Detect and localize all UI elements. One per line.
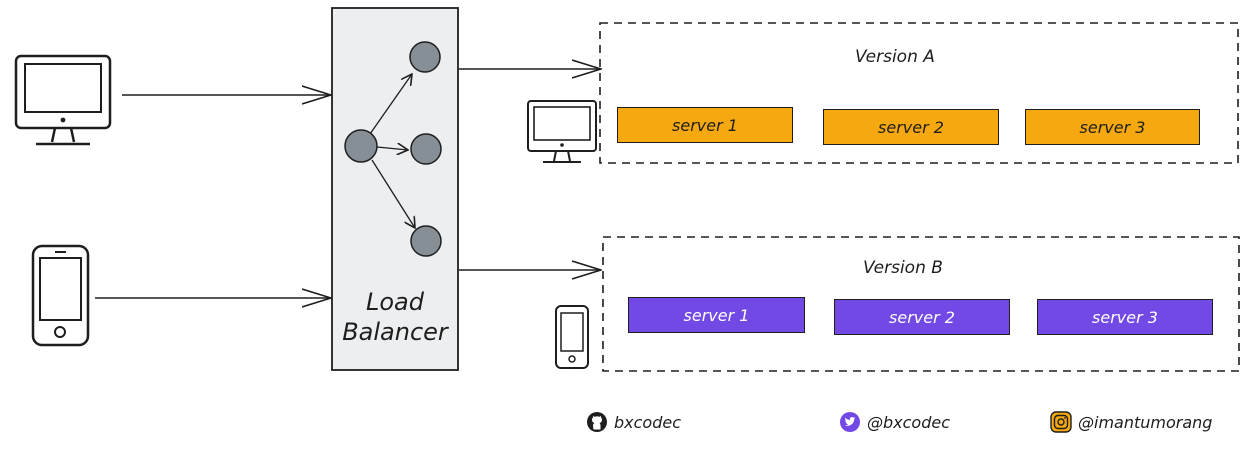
twitter-link[interactable]: @bxcodec [839,411,950,433]
lb-routing-graph [344,41,442,257]
version-b-server-2: server 2 [834,299,1010,335]
instagram-icon [1050,411,1072,433]
version-b-phone-icon [555,305,589,369]
github-icon [587,412,607,432]
version-a-group [599,22,1239,164]
version-a-desktop-icon [527,100,597,163]
lb-source-node [344,129,378,163]
github-handle: bxcodec [614,412,682,432]
load-balancer-box [331,7,459,371]
load-balancer-label-line1: Load [366,288,424,316]
smartphone-icon [31,244,90,347]
lb-target-node-2 [410,133,442,165]
twitter-icon [840,412,860,432]
instagram-link[interactable]: @imantumorang [1050,411,1212,433]
desktop-monitor-icon [14,54,112,146]
version-a-title: Version A [855,47,935,67]
version-b-group [602,236,1240,372]
version-a-server-3: server 3 [1025,109,1200,145]
version-b-title: Version B [863,258,943,278]
version-a-server-1: server 1 [617,107,793,143]
version-b-server-1: server 1 [628,297,805,333]
instagram-handle: @imantumorang [1078,412,1213,432]
lb-target-node-1 [409,41,441,73]
load-balancer-label-line2: Balancer [342,318,448,346]
version-b-server-3: server 3 [1037,299,1213,335]
version-a-server-2: server 2 [823,109,999,145]
load-balancer-label: Load Balancer [332,287,458,347]
lb-target-node-3 [410,225,442,257]
github-link[interactable]: bxcodec [586,411,681,433]
twitter-handle: @bxcodec [867,412,951,432]
